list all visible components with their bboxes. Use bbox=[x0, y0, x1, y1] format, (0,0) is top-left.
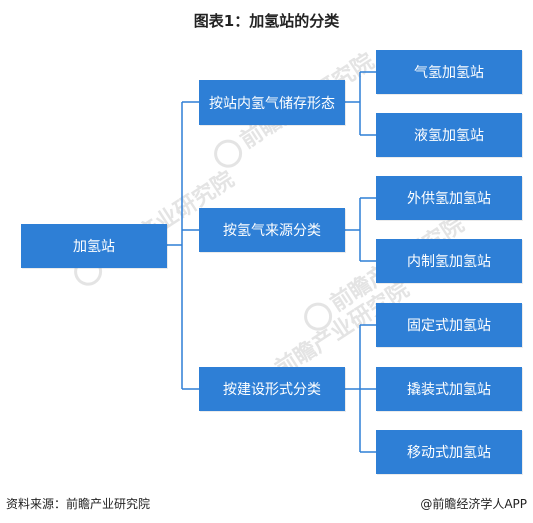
leaf-node: 撬装式加氢站 bbox=[376, 367, 522, 411]
branch-node-source: 按氢气来源分类 bbox=[199, 208, 345, 252]
root-node: 加氢站 bbox=[21, 224, 167, 268]
brand-credit: @前瞻经济学人APP bbox=[420, 497, 527, 511]
leaf-node: 固定式加氢站 bbox=[376, 303, 522, 347]
diagram-title: 图表1：加氢站的分类 bbox=[193, 12, 340, 30]
leaf-node: 移动式加氢站 bbox=[376, 430, 522, 474]
source-note: 资料来源：前瞻产业研究院 bbox=[6, 497, 151, 511]
leaf-node: 内制氢加氢站 bbox=[376, 239, 522, 283]
leaf-node: 外供氢加氢站 bbox=[376, 176, 522, 220]
leaf-node: 气氢加氢站 bbox=[376, 50, 522, 94]
branch-node-construction: 按建设形式分类 bbox=[199, 367, 345, 411]
leaf-node: 液氢加氢站 bbox=[376, 113, 522, 157]
branch-node-storage: 按站内氢气储存形态 bbox=[199, 80, 345, 125]
